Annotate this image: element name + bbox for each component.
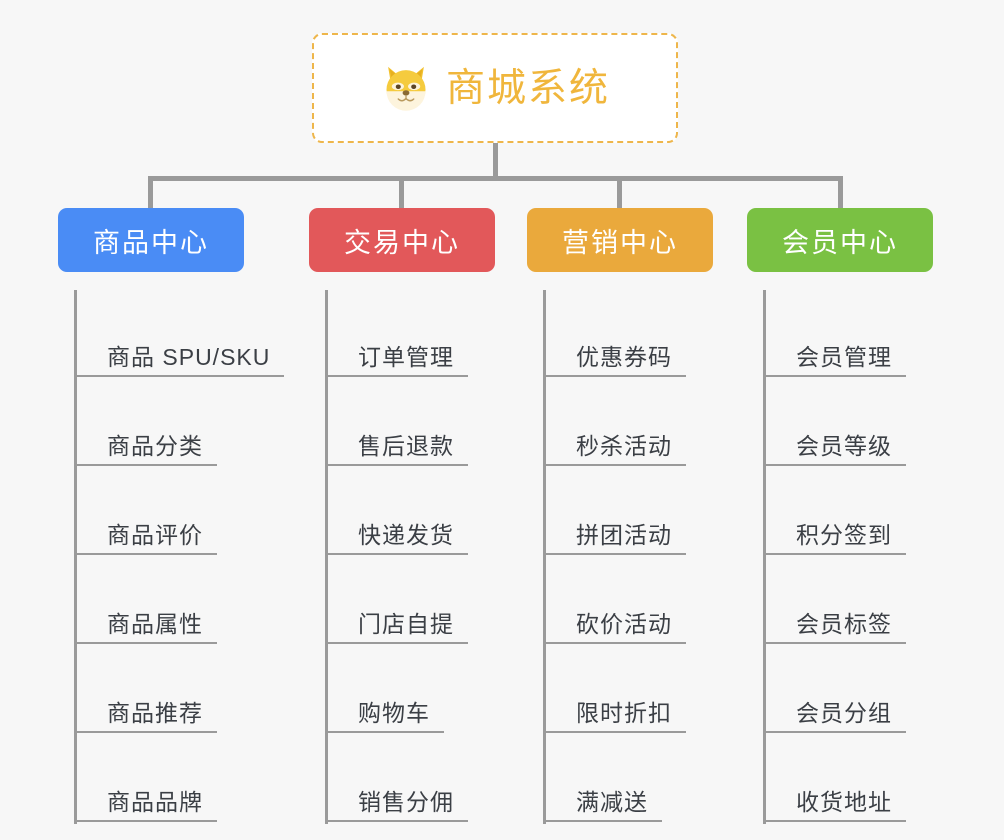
leaf-label: 商品评价 [77, 523, 217, 555]
leaf-list-trade-center: 订单管理 售后退款 快递发货 门店自提 购物车 销售分佣 [325, 290, 529, 824]
leaf-label: 会员管理 [766, 345, 906, 377]
leaf-label: 门店自提 [328, 612, 468, 644]
connector-drop-trade-center [399, 176, 404, 210]
leaf-label: 售后退款 [328, 434, 468, 466]
leaf-item[interactable]: 销售分佣 [328, 735, 529, 824]
leaf-label: 购物车 [328, 701, 444, 733]
leaf-item[interactable]: 积分签到 [766, 468, 967, 557]
shiba-dog-emoji [386, 66, 426, 111]
leaf-item[interactable]: 秒杀活动 [546, 379, 747, 468]
leaf-label: 积分签到 [766, 523, 906, 555]
leaf-item[interactable]: 快递发货 [328, 468, 529, 557]
root-node[interactable]: 商城系统 [312, 33, 678, 143]
leaf-label: 优惠券码 [546, 345, 686, 377]
leaf-item[interactable]: 订单管理 [328, 290, 529, 379]
leaf-list-marketing-center: 优惠券码 秒杀活动 拼团活动 砍价活动 限时折扣 满减送 [543, 290, 747, 824]
leaf-item[interactable]: 商品评价 [77, 468, 278, 557]
connector-bus-bar [148, 176, 843, 181]
leaf-item[interactable]: 收货地址 [766, 735, 967, 824]
category-header-trade-center[interactable]: 交易中心 [309, 208, 495, 272]
column-member-center: 会员中心 会员管理 会员等级 积分签到 会员标签 会员分组 收货地址 [747, 208, 967, 824]
leaf-list-product-center: 商品 SPU/SKU 商品分类 商品评价 商品属性 商品推荐 商品品牌 [74, 290, 285, 824]
category-header-product-center[interactable]: 商品中心 [58, 208, 244, 272]
leaf-label: 商品品牌 [77, 790, 217, 822]
leaf-label: 砍价活动 [546, 612, 686, 644]
leaf-label: 限时折扣 [546, 701, 686, 733]
leaf-item[interactable]: 商品 SPU/SKU [77, 290, 285, 379]
connector-drop-product-center [148, 176, 153, 210]
leaf-item[interactable]: 商品属性 [77, 557, 278, 646]
leaf-label: 会员标签 [766, 612, 906, 644]
leaf-item[interactable]: 优惠券码 [546, 290, 747, 379]
leaf-label: 会员分组 [766, 701, 906, 733]
leaf-label: 收货地址 [766, 790, 906, 822]
column-marketing-center: 营销中心 优惠券码 秒杀活动 拼团活动 砍价活动 限时折扣 满减送 [527, 208, 747, 824]
leaf-item[interactable]: 限时折扣 [546, 646, 747, 735]
leaf-label: 销售分佣 [328, 790, 468, 822]
leaf-item[interactable]: 商品分类 [77, 379, 278, 468]
leaf-list-member-center: 会员管理 会员等级 积分签到 会员标签 会员分组 收货地址 [763, 290, 967, 824]
leaf-item[interactable]: 商品推荐 [77, 646, 278, 735]
leaf-label: 秒杀活动 [546, 434, 686, 466]
connector-drop-member-center [838, 176, 843, 210]
leaf-item[interactable]: 满减送 [546, 735, 747, 824]
leaf-label: 商品属性 [77, 612, 217, 644]
leaf-item[interactable]: 会员分组 [766, 646, 967, 735]
connector-drop-marketing-center [617, 176, 622, 210]
leaf-item[interactable]: 会员标签 [766, 557, 967, 646]
leaf-label: 订单管理 [328, 345, 468, 377]
category-header-member-center[interactable]: 会员中心 [747, 208, 933, 272]
leaf-item[interactable]: 购物车 [328, 646, 529, 735]
leaf-item[interactable]: 拼团活动 [546, 468, 747, 557]
leaf-item[interactable]: 售后退款 [328, 379, 529, 468]
leaf-label: 商品推荐 [77, 701, 217, 733]
leaf-label: 快递发货 [328, 523, 468, 555]
leaf-item[interactable]: 砍价活动 [546, 557, 747, 646]
leaf-item[interactable]: 商品品牌 [77, 735, 278, 824]
column-product-center: 商品中心 商品 SPU/SKU 商品分类 商品评价 商品属性 商品推荐 商品品牌 [58, 208, 285, 824]
connector-root-stem [493, 143, 498, 179]
leaf-item[interactable]: 会员等级 [766, 379, 967, 468]
leaf-item[interactable]: 门店自提 [328, 557, 529, 646]
leaf-label: 会员等级 [766, 434, 906, 466]
leaf-item[interactable]: 会员管理 [766, 290, 967, 379]
leaf-label: 满减送 [546, 790, 662, 822]
leaf-label: 商品 SPU/SKU [77, 345, 285, 377]
leaf-label: 拼团活动 [546, 523, 686, 555]
category-header-marketing-center[interactable]: 营销中心 [527, 208, 713, 272]
column-trade-center: 交易中心 订单管理 售后退款 快递发货 门店自提 购物车 销售分佣 [309, 208, 529, 824]
leaf-label: 商品分类 [77, 434, 217, 466]
root-title: 商城系统 [445, 66, 610, 110]
